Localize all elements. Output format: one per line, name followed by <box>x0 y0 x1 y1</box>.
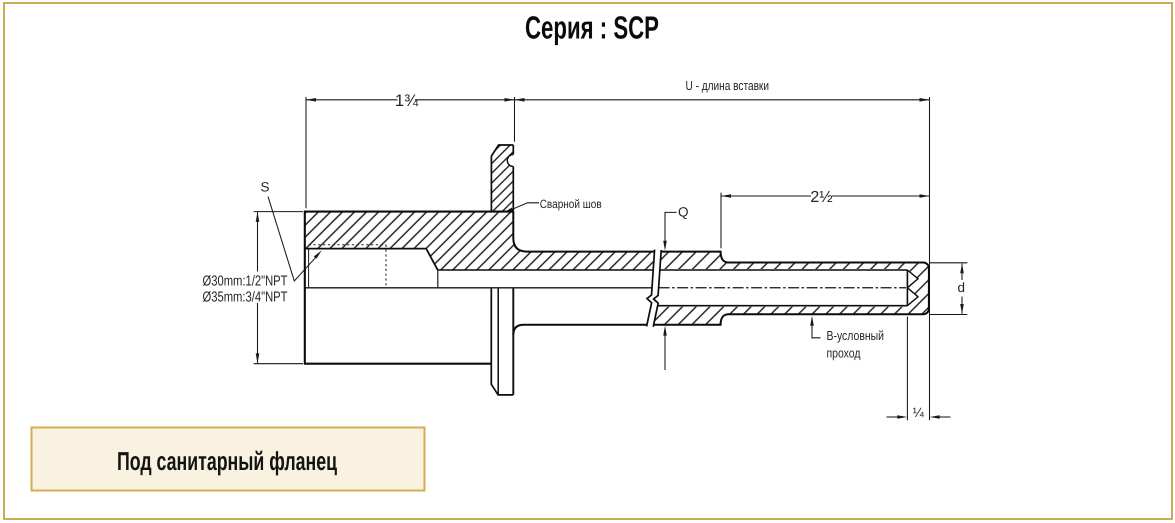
svg-text:Ø35mm:3/4"NPT: Ø35mm:3/4"NPT <box>203 290 288 306</box>
svg-text:проход: проход <box>827 345 861 360</box>
svg-text:B-условный: B-условный <box>827 328 885 343</box>
svg-text:¼: ¼ <box>913 405 925 420</box>
svg-text:2½: 2½ <box>810 189 832 206</box>
svg-text:Под санитарный фланец: Под санитарный фланец <box>117 446 337 476</box>
svg-text:U - длина вставки: U - длина вставки <box>686 78 770 93</box>
svg-text:Серия : SCP: Серия : SCP <box>525 10 659 46</box>
svg-text:S: S <box>261 180 270 195</box>
svg-text:d: d <box>958 280 966 295</box>
svg-text:Сварной шов: Сварной шов <box>540 197 602 211</box>
svg-text:Ø30mm:1/2"NPT: Ø30mm:1/2"NPT <box>203 274 288 290</box>
svg-text:1¾: 1¾ <box>395 91 419 110</box>
svg-text:Q: Q <box>678 205 689 220</box>
